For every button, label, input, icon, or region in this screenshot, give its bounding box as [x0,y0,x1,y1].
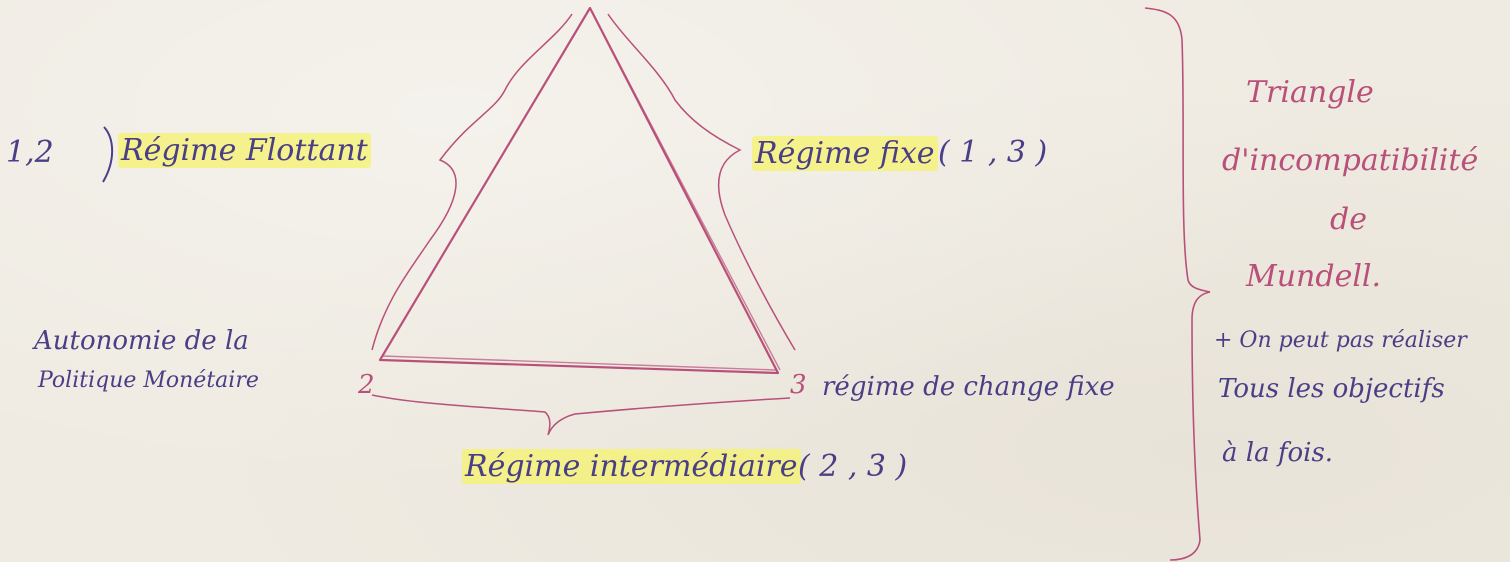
autonomy-line-1: Autonomie de la [34,326,249,356]
side-title-line-4: Mundell. [1246,259,1382,294]
big-right-brace [1144,7,1211,561]
right-regime-text: Régime fixe [752,136,938,171]
bottom-brace [371,394,791,436]
right-regime-label: Régime fixe [752,136,938,171]
bottom-regime-label: Régime intermédiaire [462,449,801,484]
bottom-pair-label: ( 2 , 3 ) [798,449,908,484]
side-text-line-1: + On peut pas réaliser [1214,328,1467,353]
left-regime-label: Régime Flottant [118,133,371,168]
side-text-line-2: Tous les objectifs [1218,374,1445,404]
left-pair-label: 1,2 [6,135,54,170]
side-title-line-3: de [1330,202,1367,237]
right-pair-label: ( 1 , 3 ) [938,135,1048,170]
side-text-line-3: à la fois. [1222,438,1334,468]
left-brace [371,13,573,351]
mundell-triangle [378,6,780,375]
bottom-regime-text: Régime intermédiaire [462,449,801,484]
triangle-bottom-edge-overstroke [381,355,777,371]
left-pair-paren [102,126,114,183]
change-fixe-label: régime de change fixe [822,372,1115,402]
autonomy-line-2: Politique Monétaire [38,368,259,393]
vertex-2-label: 2 [358,370,375,400]
left-regime-text: Régime Flottant [118,133,371,168]
vertex-3-label: 3 [790,370,807,400]
side-title-line-2: d'incompatibilité [1222,143,1479,178]
right-brace [607,13,796,351]
side-title-line-1: Triangle [1246,75,1374,110]
triangle-right-edge-overstroke [591,11,781,371]
